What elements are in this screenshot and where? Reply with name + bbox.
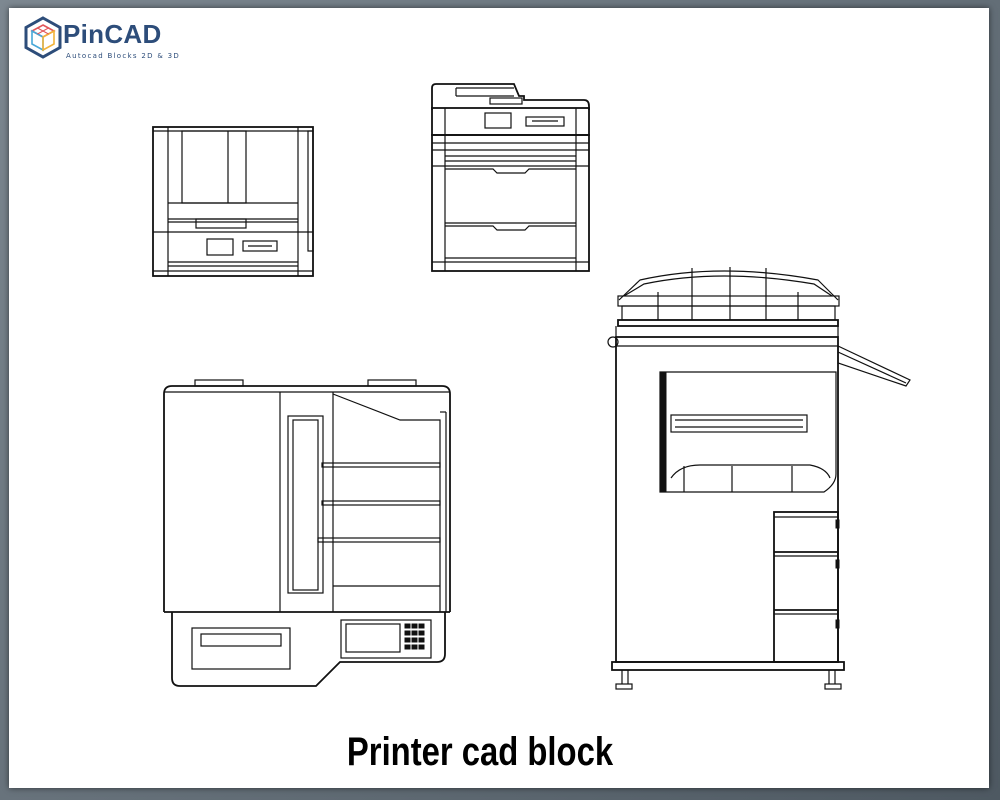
drawing-sheet: PinCAD Autocad Blocks 2D & 3D (9, 8, 989, 788)
drawing-caption: Printer cad block (346, 730, 614, 774)
keypad (404, 623, 425, 650)
logo-title: PinCAD (63, 19, 162, 49)
logo-cube-icon (24, 16, 62, 59)
printer-front-view (431, 83, 590, 272)
copier-side-view (607, 267, 911, 690)
printer-top-view-small (152, 126, 314, 277)
pincad-logo: PinCAD Autocad Blocks 2D & 3D (23, 16, 193, 72)
cad-drawings (152, 83, 911, 690)
copier-top-view (163, 379, 451, 687)
logo-tagline: Autocad Blocks 2D & 3D (66, 52, 181, 60)
